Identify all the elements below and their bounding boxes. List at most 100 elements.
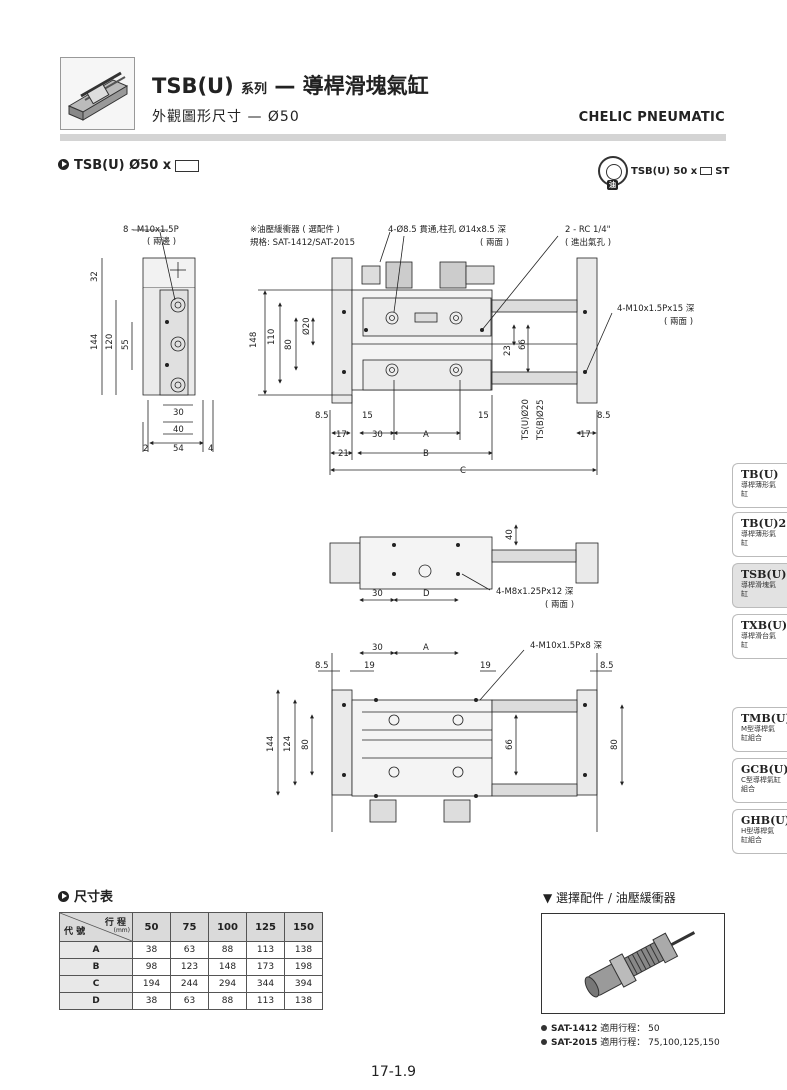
dim-8-5-bl: 8.5: [315, 661, 329, 671]
callout-holes-note: ( 兩面 ): [480, 238, 509, 248]
dim-30-top: 30: [372, 589, 383, 599]
dim-124: 124: [283, 736, 293, 752]
table-cell: 113: [246, 992, 285, 1010]
dim-15-left: 15: [362, 411, 373, 421]
row-code: A: [59, 941, 133, 959]
dim-21: 21: [338, 449, 349, 459]
dim-32: 32: [90, 271, 100, 282]
tab-gcbu[interactable]: GCB(U)C型導桿氣缸組合: [732, 758, 787, 803]
tab-tsbu[interactable]: TSB(U)導桿滑塊氣缸: [732, 563, 787, 608]
dim-B: B: [423, 449, 429, 459]
dim-20: Ø20: [301, 317, 312, 335]
stroke-box: [175, 159, 200, 172]
callout-m10-15: 4-M10x1.5Px15 深: [617, 304, 695, 314]
dim-30-bottom: 30: [372, 643, 383, 653]
shock-absorber-image: [584, 931, 696, 998]
table-col-header: 75: [170, 912, 209, 942]
dim-144-bottom: 144: [266, 736, 276, 752]
callout-m8-note: ( 兩面 ): [545, 600, 574, 610]
table-row: B 98 123 148 173 198: [59, 958, 323, 976]
accessory-image-box: [541, 913, 725, 1014]
dim-C: C: [460, 466, 466, 476]
callout-m10-8: 4-M10x1.5Px8 深: [530, 641, 602, 651]
accessory-note-1: SAT-1412 適用行程： 50: [541, 1021, 660, 1034]
row-code: D: [59, 992, 133, 1010]
dim-80-bl: 80: [301, 739, 311, 750]
dim-55: 55: [121, 339, 131, 350]
tab-ghbu[interactable]: GHB(U)H型導桿氣缸組合: [732, 809, 787, 854]
callout-m8: 4-M8x1.25Px12 深: [496, 587, 574, 597]
callout-holes: 4-Ø8.5 貫通,柱孔 Ø14x8.5 深: [388, 224, 507, 235]
table-row: C 194 244 294 344 394: [59, 975, 323, 993]
dim-144: 144: [90, 334, 100, 350]
callout-m10-sides: 8 - M10x1.5P: [123, 225, 179, 235]
table-header-row: 行 程 (mm) 代 號 50 75 100 125 150: [59, 912, 323, 942]
table-cell: 394: [284, 975, 323, 993]
header-divider: [60, 134, 726, 141]
page-title: TSB(U) 系列 — 導桿滑塊氣缸: [152, 74, 429, 98]
table-col-header: 150: [284, 912, 323, 942]
table-cell: 344: [246, 975, 285, 993]
table-cell: 88: [208, 992, 247, 1010]
page-number: 17-1.9: [370, 1064, 417, 1080]
dim-2: 2: [143, 444, 148, 454]
table-cell: 63: [170, 941, 209, 959]
callout-m10-sides-note: ( 兩邊 ): [147, 236, 176, 247]
table-col-header: 100: [208, 912, 247, 942]
page-subtitle: 外觀圖形尺寸 — Ø50: [152, 109, 300, 125]
table-cell: 38: [132, 941, 171, 959]
cylinder-thumbnail-image: [67, 71, 129, 121]
table-col-header: 125: [246, 912, 285, 942]
row-code: B: [59, 958, 133, 976]
dim-tsb: TS(B)Ø25: [535, 399, 546, 441]
table-cell: 138: [284, 992, 323, 1010]
dim-66-bottom: 66: [505, 739, 515, 750]
product-thumbnail: [60, 57, 135, 130]
dim-D: D: [423, 589, 430, 599]
accessory-title: ▼ 選擇配件 / 油壓緩衝器: [543, 891, 676, 905]
dim-40: 40: [173, 425, 184, 435]
table-cell: 38: [132, 992, 171, 1010]
table-cell: 113: [246, 941, 285, 959]
callout-buffer-spec: 規格: SAT-1412/SAT-2015: [250, 237, 355, 248]
oil-buffer-badge-icon: 油: [598, 156, 628, 190]
table-cell: 63: [170, 992, 209, 1010]
table-cell: 123: [170, 958, 209, 976]
bottom-view: [276, 649, 624, 832]
side-view: [101, 229, 214, 452]
table-cell: 294: [208, 975, 247, 993]
dim-A-bottom: A: [423, 643, 429, 653]
table-cell: 198: [284, 958, 323, 976]
dim-30-front: 30: [372, 430, 383, 440]
tab-txbu[interactable]: TXB(U)導桿滑台氣缸: [732, 614, 787, 659]
dim-30-side: 30: [173, 408, 184, 418]
dim-17-left: 17: [336, 430, 347, 440]
dim-120: 120: [105, 334, 115, 350]
top-view: [329, 524, 599, 602]
title-desc: 導桿滑塊氣缸: [302, 74, 429, 98]
callout-m10-15-note: ( 兩面 ): [664, 317, 693, 327]
table-row: D 38 63 88 113 138: [59, 992, 323, 1010]
dim-40-top: 40: [505, 529, 515, 540]
dim-tsu: TS(U)Ø20: [520, 399, 531, 441]
title-dash: —: [274, 74, 296, 98]
callout-rc-note: ( 進出氣孔 ): [565, 237, 611, 248]
model-heading: TSB(U) Ø50 x: [58, 158, 200, 173]
dim-A-front: A: [423, 430, 429, 440]
row-code: C: [59, 975, 133, 993]
front-view: [258, 231, 613, 475]
bullet-icon: [541, 1025, 547, 1031]
table-cell: 138: [284, 941, 323, 959]
dimension-table-title: 尺寸表: [58, 886, 113, 905]
table-cell: 148: [208, 958, 247, 976]
tab-tbu[interactable]: TB(U)導桿薄形氣缸: [732, 463, 787, 508]
stroke-box-small: [700, 167, 713, 175]
table-cell: 244: [170, 975, 209, 993]
arrow-bullet-icon: [58, 159, 69, 170]
dimension-table: 行 程 (mm) 代 號 50 75 100 125 150 A 38 63 8…: [59, 912, 323, 1010]
tab-tmbu[interactable]: TMB(U)M型導桿氣缸組合: [732, 707, 787, 752]
table-row: A 38 63 88 113 138: [59, 941, 323, 959]
callout-rc: 2 - RC 1/4": [565, 225, 611, 235]
